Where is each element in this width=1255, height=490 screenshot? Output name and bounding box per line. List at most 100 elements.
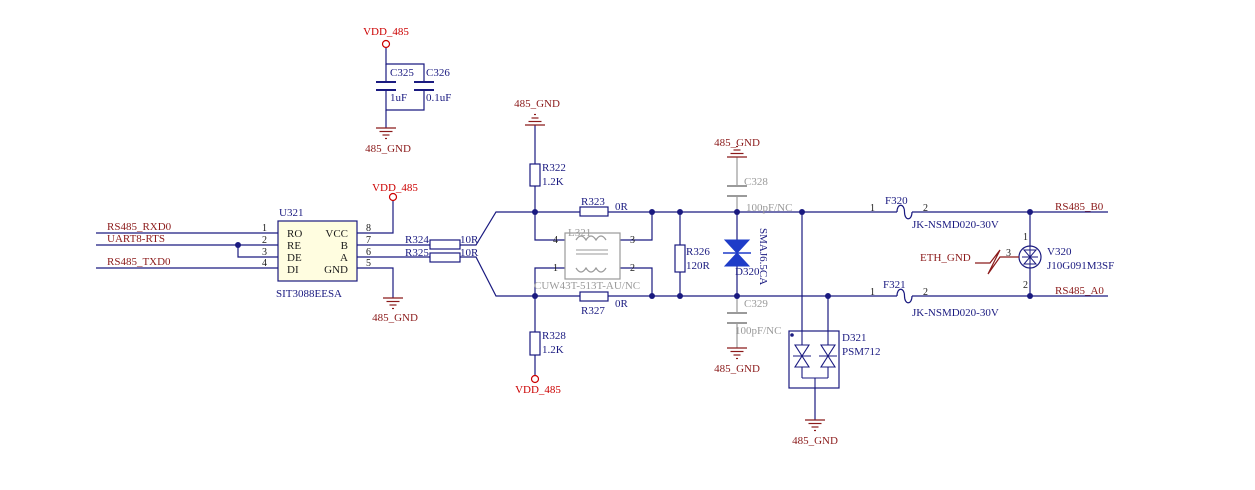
svg-text:3: 3 bbox=[262, 247, 267, 258]
tvs-array-d321: D321 PSM712 bbox=[788, 330, 881, 389]
svg-text:4: 4 bbox=[553, 235, 558, 246]
svg-text:3: 3 bbox=[1006, 248, 1011, 259]
svg-text:2: 2 bbox=[923, 287, 928, 298]
svg-text:0R: 0R bbox=[615, 201, 629, 213]
svg-text:U321: U321 bbox=[279, 207, 303, 219]
net-labels: RS485_RXD0 UART8-RTS RS485_TXD0 RS485_B0… bbox=[107, 201, 1104, 297]
net-label-eth-gnd: ETH_GND bbox=[920, 252, 971, 264]
svg-text:485_GND: 485_GND bbox=[714, 363, 760, 375]
svg-text:J10G091M3SF: J10G091M3SF bbox=[1047, 260, 1114, 272]
svg-text:8: 8 bbox=[366, 223, 371, 234]
svg-text:C328: C328 bbox=[744, 176, 768, 188]
svg-text:SMAJ6.5CA: SMAJ6.5CA bbox=[757, 228, 769, 285]
svg-text:485_GND: 485_GND bbox=[514, 98, 560, 110]
junctions bbox=[235, 209, 1033, 299]
fuse-f321: F321 JK-NSMD020-30V 1 2 bbox=[870, 279, 999, 319]
svg-text:485_GND: 485_GND bbox=[714, 137, 760, 149]
svg-text:485_GND: 485_GND bbox=[372, 312, 418, 324]
ic-pin-a: A bbox=[340, 252, 348, 264]
gas-discharge-tube-v320: V320 J10G091M3SF 1 2 3 bbox=[975, 232, 1114, 291]
svg-text:D321: D321 bbox=[842, 332, 866, 344]
svg-text:1: 1 bbox=[262, 223, 267, 234]
svg-text:3: 3 bbox=[630, 235, 635, 246]
capacitor-c325: C325 1uF bbox=[376, 67, 414, 104]
svg-text:1.2K: 1.2K bbox=[542, 176, 564, 188]
svg-text:VDD_485: VDD_485 bbox=[515, 384, 561, 396]
resistor-r328: R328 1.2K bbox=[529, 330, 566, 356]
ic-pin-b: B bbox=[341, 240, 348, 252]
net-label-b0: RS485_B0 bbox=[1055, 201, 1104, 213]
net-label-a0: RS485_A0 bbox=[1055, 285, 1104, 297]
svg-text:F321: F321 bbox=[883, 279, 906, 291]
ic-u321: U321 SIT3088EESA RO RE DE DI VCC B A GND… bbox=[262, 207, 371, 300]
fuse-f320: F320 JK-NSMD020-30V 1 2 bbox=[870, 195, 999, 231]
vdd-symbol-ic: VDD_485 bbox=[372, 182, 418, 202]
svg-text:10R: 10R bbox=[460, 234, 479, 246]
svg-text:R327: R327 bbox=[581, 305, 605, 317]
svg-text:4: 4 bbox=[262, 258, 267, 269]
svg-text:10R: 10R bbox=[460, 247, 479, 259]
net-label-rts: UART8-RTS bbox=[107, 233, 165, 245]
svg-text:JK-NSMD020-30V: JK-NSMD020-30V bbox=[912, 307, 999, 319]
svg-text:5: 5 bbox=[366, 258, 371, 269]
svg-text:120R: 120R bbox=[686, 260, 711, 272]
ic-pin-re: RE bbox=[287, 240, 301, 252]
svg-text:1.2K: 1.2K bbox=[542, 344, 564, 356]
svg-text:7: 7 bbox=[366, 235, 371, 246]
svg-text:L321: L321 bbox=[568, 227, 591, 239]
ground-symbol-ic: 485_GND bbox=[372, 297, 418, 324]
svg-text:485_GND: 485_GND bbox=[365, 143, 411, 155]
svg-text:1uF: 1uF bbox=[390, 92, 407, 104]
svg-text:R328: R328 bbox=[542, 330, 566, 342]
svg-text:SIT3088EESA: SIT3088EESA bbox=[276, 288, 342, 300]
ground-symbol-tvs: 485_GND bbox=[792, 419, 838, 447]
svg-text:0.1uF: 0.1uF bbox=[426, 92, 451, 104]
resistor-r325: R325 10R bbox=[405, 247, 479, 263]
vdd-symbol-caps: VDD_485 bbox=[363, 26, 409, 49]
svg-text:R325: R325 bbox=[405, 247, 429, 259]
svg-text:2: 2 bbox=[630, 263, 635, 274]
svg-text:C325: C325 bbox=[390, 67, 414, 79]
svg-text:R323: R323 bbox=[581, 196, 605, 208]
power-symbols: VDD_485 VDD_485 VDD_485 485_GND 485_GND … bbox=[363, 26, 838, 447]
svg-text:0R: 0R bbox=[615, 298, 629, 310]
svg-text:100pF/NC: 100pF/NC bbox=[735, 325, 781, 337]
resistor-r326: R326 120R bbox=[674, 244, 711, 273]
choke-l321: L321 CUW43T-513T-AU/NC 4 1 3 2 bbox=[534, 227, 640, 292]
wires bbox=[96, 48, 1108, 420]
svg-text:485_GND: 485_GND bbox=[792, 435, 838, 447]
svg-text:R324: R324 bbox=[405, 234, 429, 246]
svg-text:R326: R326 bbox=[686, 246, 710, 258]
ground-symbol-caps: 485_GND bbox=[365, 127, 411, 155]
net-label-rxd: RS485_RXD0 bbox=[107, 221, 172, 233]
resistor-r323: R323 0R bbox=[579, 196, 629, 217]
resistor-r324: R324 10R bbox=[405, 234, 479, 250]
svg-text:2: 2 bbox=[262, 235, 267, 246]
svg-text:1: 1 bbox=[870, 203, 875, 214]
vdd-symbol-bottom: VDD_485 bbox=[515, 374, 561, 396]
svg-text:CUW43T-513T-AU/NC: CUW43T-513T-AU/NC bbox=[534, 280, 640, 292]
svg-text:JK-NSMD020-30V: JK-NSMD020-30V bbox=[912, 219, 999, 231]
svg-text:F320: F320 bbox=[885, 195, 908, 207]
tvs-diode-d320: D320 SMAJ6.5CA bbox=[723, 228, 769, 285]
ic-pin-vcc: VCC bbox=[325, 228, 348, 240]
svg-text:PSM712: PSM712 bbox=[842, 346, 881, 358]
svg-text:2: 2 bbox=[1023, 280, 1028, 291]
svg-text:R322: R322 bbox=[542, 162, 566, 174]
svg-text:6: 6 bbox=[366, 247, 371, 258]
svg-text:1: 1 bbox=[870, 287, 875, 298]
ic-pin-gnd: GND bbox=[324, 264, 348, 276]
svg-text:C329: C329 bbox=[744, 298, 768, 310]
svg-text:2: 2 bbox=[923, 203, 928, 214]
svg-text:VDD_485: VDD_485 bbox=[363, 26, 409, 38]
svg-text:VDD_485: VDD_485 bbox=[372, 182, 418, 194]
svg-text:C326: C326 bbox=[426, 67, 450, 79]
svg-text:V320: V320 bbox=[1047, 246, 1072, 258]
ic-pin-de: DE bbox=[287, 252, 302, 264]
ground-symbol-c328: 485_GND bbox=[714, 137, 760, 158]
ic-pin-ro: RO bbox=[287, 228, 302, 240]
capacitor-c326: C326 0.1uF bbox=[414, 67, 451, 104]
capacitor-c328: C328 100pF/NC bbox=[727, 176, 792, 214]
resistor-r327: R327 0R bbox=[579, 291, 629, 317]
